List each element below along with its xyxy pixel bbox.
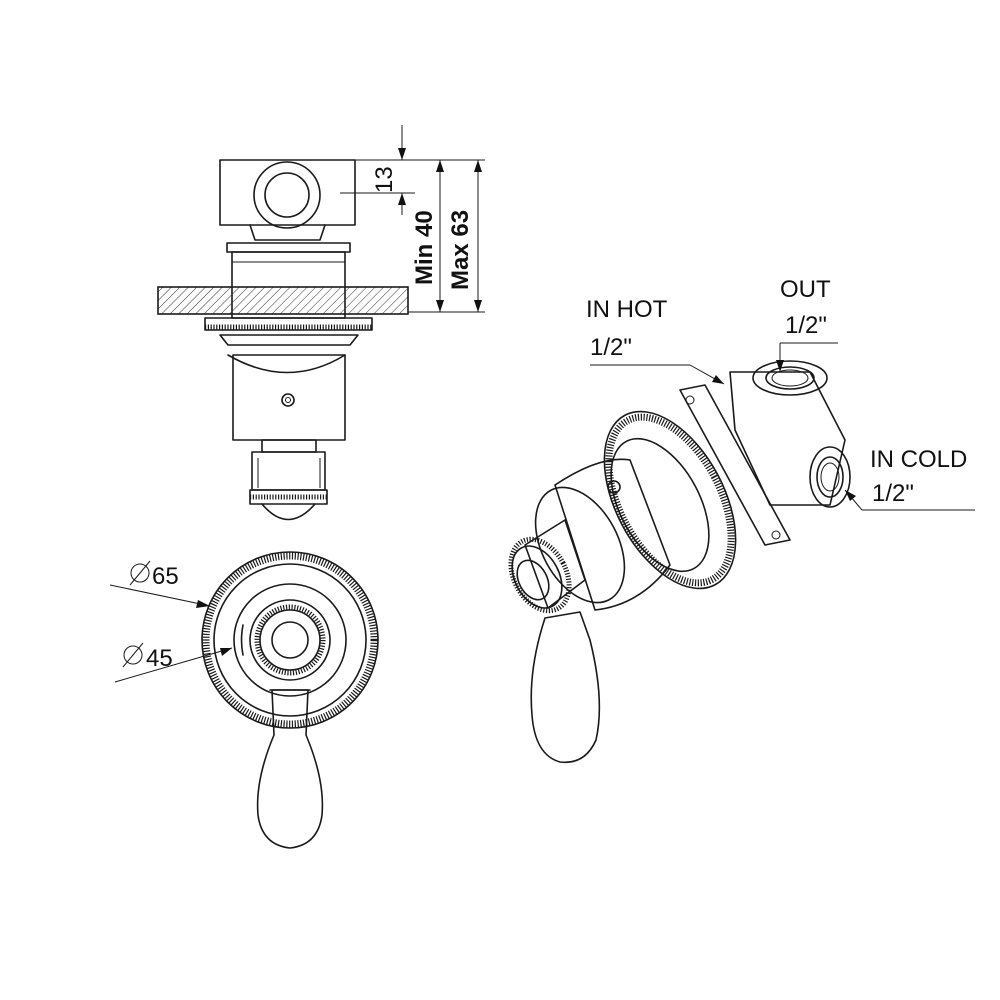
side-view-dimensions: 13 Min 40 Max 63 bbox=[340, 125, 485, 313]
diameter-45-label: 45 bbox=[122, 642, 173, 672]
in-hot-label: IN HOT bbox=[586, 296, 668, 323]
dim-min-label: Min 40 bbox=[411, 210, 438, 285]
connection-labels: IN HOT 1/2" OUT 1/2" IN COLD 1/2" bbox=[586, 276, 975, 511]
in-cold-label: IN COLD bbox=[870, 446, 967, 473]
svg-text:65: 65 bbox=[152, 563, 179, 590]
out-size: 1/2" bbox=[785, 312, 827, 339]
dim-13-label: 13 bbox=[371, 166, 398, 193]
out-label: OUT bbox=[780, 276, 831, 303]
dim-max-label: Max 63 bbox=[447, 210, 474, 290]
in-hot-size: 1/2" bbox=[590, 334, 632, 361]
diameter-65-label: 65 bbox=[129, 560, 179, 590]
front-view-dimensions: 65 45 bbox=[109, 560, 233, 683]
isometric-view bbox=[508, 360, 851, 764]
in-cold-size: 1/2" bbox=[872, 480, 914, 507]
svg-text:45: 45 bbox=[146, 645, 173, 672]
side-view bbox=[157, 159, 409, 521]
front-view bbox=[201, 551, 379, 849]
